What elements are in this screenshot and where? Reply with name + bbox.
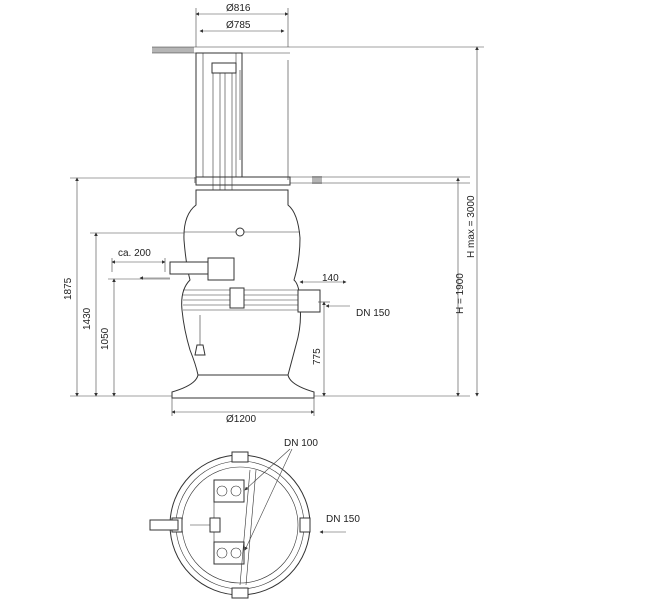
dim-775: 775 <box>312 348 323 365</box>
plan-pump-upper <box>213 479 245 503</box>
pump-assembly <box>207 257 235 281</box>
dim-d785: Ø785 <box>226 20 251 31</box>
outlet-pipe-stub <box>169 261 211 275</box>
inlet-pipe-stub <box>297 289 321 313</box>
tank-body <box>169 189 321 399</box>
dim-1875: 1875 <box>63 277 74 300</box>
plan-pump-lower <box>213 541 245 565</box>
dim-d816: Ø816 <box>226 3 251 14</box>
dim-ca-200: ca. 200 <box>118 248 151 259</box>
top-ground-strip <box>152 47 194 53</box>
dim-1430: 1430 <box>82 307 93 330</box>
dim-140: 140 <box>322 273 339 284</box>
dim-d1200: Ø1200 <box>226 414 256 425</box>
dim-1050: 1050 <box>100 327 111 350</box>
mid-ground-strip <box>312 176 322 184</box>
dim-hmax: H max = 3000 <box>466 195 477 258</box>
label-dn150-top: DN 150 <box>326 514 360 525</box>
plan-view: DN 100 DN 150 <box>149 438 360 599</box>
side-elevation: Ø816 Ø785 1875 1430 1050 ca. 200 140 DN … <box>63 3 484 425</box>
dim-h1900: H = 1900 <box>455 273 466 314</box>
plan-outlet-pipe <box>149 519 179 531</box>
label-dn150-side: DN 150 <box>356 308 390 319</box>
label-dn100: DN 100 <box>284 438 318 449</box>
